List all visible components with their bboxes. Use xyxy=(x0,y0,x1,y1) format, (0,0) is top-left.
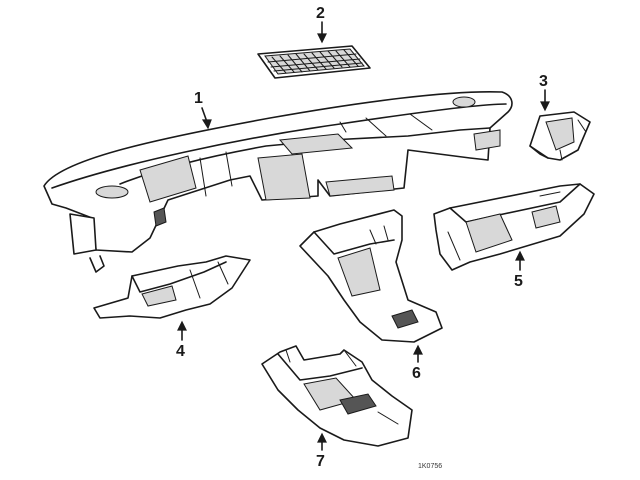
part-2-speaker-grille xyxy=(257,45,371,79)
part-5-glove-box xyxy=(433,183,595,271)
callout-4: 4 xyxy=(176,320,187,360)
svg-text:6: 6 xyxy=(412,365,421,382)
part-1-dashboard-panel xyxy=(43,90,513,273)
callout-5: 5 xyxy=(514,250,525,290)
part-4-lower-knee-panel xyxy=(93,255,251,319)
part-7-floor-console xyxy=(261,345,413,447)
callout-1: 1 xyxy=(194,90,212,130)
callout-3: 3 xyxy=(539,73,550,112)
svg-text:3: 3 xyxy=(539,73,548,90)
svg-text:5: 5 xyxy=(514,273,523,290)
svg-text:4: 4 xyxy=(176,343,185,360)
part-3-side-bracket xyxy=(529,111,591,161)
callout-7: 7 xyxy=(316,432,327,470)
svg-text:1: 1 xyxy=(194,90,203,107)
figure-code: 1K0756 xyxy=(418,463,442,470)
part-6-center-console-trim xyxy=(299,209,443,343)
callout-6: 6 xyxy=(412,344,423,382)
svg-text:2: 2 xyxy=(316,5,325,22)
callout-2: 2 xyxy=(316,5,327,44)
svg-text:7: 7 xyxy=(316,453,325,470)
